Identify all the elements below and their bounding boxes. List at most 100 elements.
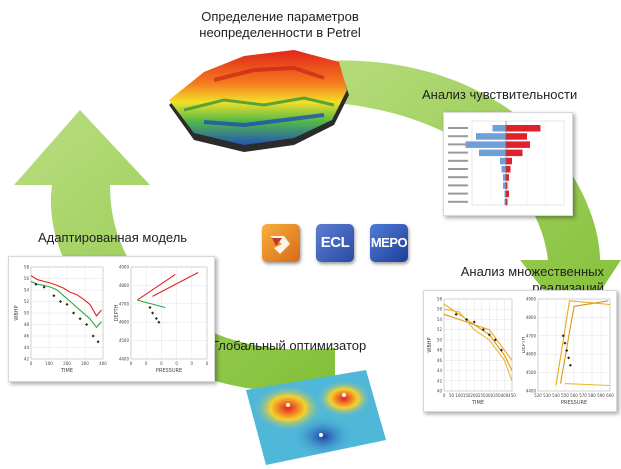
x-tick-label: 590 xyxy=(597,393,605,398)
adapted-model-label: Адаптированная модель xyxy=(38,230,188,245)
y-tick-label: 52 xyxy=(24,299,30,304)
tornado-bar-low xyxy=(492,125,506,132)
tornado-bar-high xyxy=(506,157,512,165)
x-tick-label: 600 xyxy=(606,393,614,398)
arrow-left-segment xyxy=(14,110,335,393)
series-line xyxy=(152,272,199,297)
series-line xyxy=(30,280,102,329)
x-tick-label: 0 xyxy=(206,361,209,366)
tornado-bar-low xyxy=(504,198,506,206)
y-tick-label: 48 xyxy=(24,322,30,327)
y-tick-label: 42 xyxy=(437,378,443,383)
y-tick-label: 4700 xyxy=(526,333,537,338)
top-title: Определение параметров неопределенности … xyxy=(199,9,361,40)
x-tick-label: 580 xyxy=(588,393,596,398)
petrel-logo xyxy=(262,224,300,262)
y-axis-label: WBHP xyxy=(14,305,20,320)
tornado-bar-high xyxy=(506,141,530,148)
optimizer-label: Глобальный оптимизатор xyxy=(212,338,367,353)
tornado-category-label xyxy=(448,143,468,146)
y-tick-label: 4700 xyxy=(119,301,130,306)
series-line xyxy=(137,299,166,309)
mepo-logo: MEPO xyxy=(370,224,408,262)
x-tick-label: 0 xyxy=(30,361,33,366)
y-tick-label: 54 xyxy=(24,288,30,293)
plot-frame xyxy=(443,298,513,392)
tornado-category-label xyxy=(448,192,468,195)
tornado-chart-panel xyxy=(443,112,573,216)
observed-point xyxy=(85,323,89,326)
x-tick-label: 150 xyxy=(463,393,471,398)
observed-point xyxy=(493,338,497,342)
y-tick-label: 54 xyxy=(437,317,443,322)
y-tick-label: 42 xyxy=(24,357,30,362)
tornado-category-label xyxy=(448,200,468,203)
tornado-bar-low xyxy=(504,190,506,198)
y-axis-label: WBHP xyxy=(427,337,433,352)
x-tick-label: 400 xyxy=(501,393,509,398)
x-tick-label: 250 xyxy=(478,393,486,398)
observed-point xyxy=(563,341,567,345)
x-axis-label: TIME xyxy=(60,368,73,374)
series-line xyxy=(443,303,513,361)
tornado-bar-low xyxy=(465,141,506,148)
x-tick-label: 0 xyxy=(160,361,163,366)
arrow-right-segment xyxy=(280,60,621,331)
x-tick-label: 400 xyxy=(99,361,107,366)
ecl-logo-text: ECL xyxy=(320,234,350,251)
x-tick-label: 0 xyxy=(130,361,133,366)
x-tick-label: 200 xyxy=(470,393,478,398)
y-tick-label: 4800 xyxy=(526,315,537,320)
x-tick-label: 0 xyxy=(191,361,194,366)
tornado-bar-low xyxy=(479,149,506,157)
plot-frame xyxy=(130,266,208,360)
observed-point xyxy=(91,334,95,338)
y-tick-label: 4500 xyxy=(526,370,537,375)
observed-point xyxy=(568,363,572,367)
y-tick-label: 52 xyxy=(437,327,443,332)
surface-map-image xyxy=(169,50,349,152)
x-tick-label: 200 xyxy=(63,361,71,366)
y-tick-label: 4900 xyxy=(526,297,537,302)
observed-point xyxy=(65,302,69,306)
x-tick-label: 300 xyxy=(486,393,494,398)
observed-point xyxy=(499,348,503,352)
y-tick-label: 58 xyxy=(24,265,30,270)
observed-point xyxy=(52,294,56,298)
x-tick-label: 540 xyxy=(552,393,560,398)
x-tick-label: 550 xyxy=(561,393,569,398)
tornado-bar-low xyxy=(503,174,506,181)
series-line xyxy=(136,273,176,301)
observed-point xyxy=(157,320,161,324)
observed-point xyxy=(567,356,571,360)
y-tick-label: 4600 xyxy=(119,320,130,325)
tornado-category-label xyxy=(448,184,468,187)
y-tick-label: 4500 xyxy=(119,338,130,343)
observed-point xyxy=(58,300,62,303)
y-tick-label: 44 xyxy=(437,368,443,373)
y-tick-label: 50 xyxy=(437,337,443,342)
tornado-category-label xyxy=(448,159,468,162)
x-axis-label: PRESSURE xyxy=(156,368,182,374)
tornado-bar-low xyxy=(476,133,506,140)
tornado-category-label xyxy=(448,127,468,129)
tornado-bar-high xyxy=(506,125,541,132)
x-tick-label: 100 xyxy=(45,361,53,366)
x-tick-label: 350 xyxy=(493,393,501,398)
tornado-bar-high xyxy=(506,133,527,140)
observed-point xyxy=(34,282,38,286)
y-tick-label: 4400 xyxy=(526,389,537,394)
tornado-bar-low xyxy=(503,182,506,189)
observed-point xyxy=(481,328,485,332)
series-line xyxy=(443,308,513,381)
series-line xyxy=(564,383,611,387)
petrel-bird-icon xyxy=(270,236,290,254)
x-tick-label: 300 xyxy=(81,361,89,366)
y-tick-label: 50 xyxy=(24,311,30,316)
observed-point xyxy=(565,349,569,353)
x-tick-label: 100 xyxy=(455,393,463,398)
